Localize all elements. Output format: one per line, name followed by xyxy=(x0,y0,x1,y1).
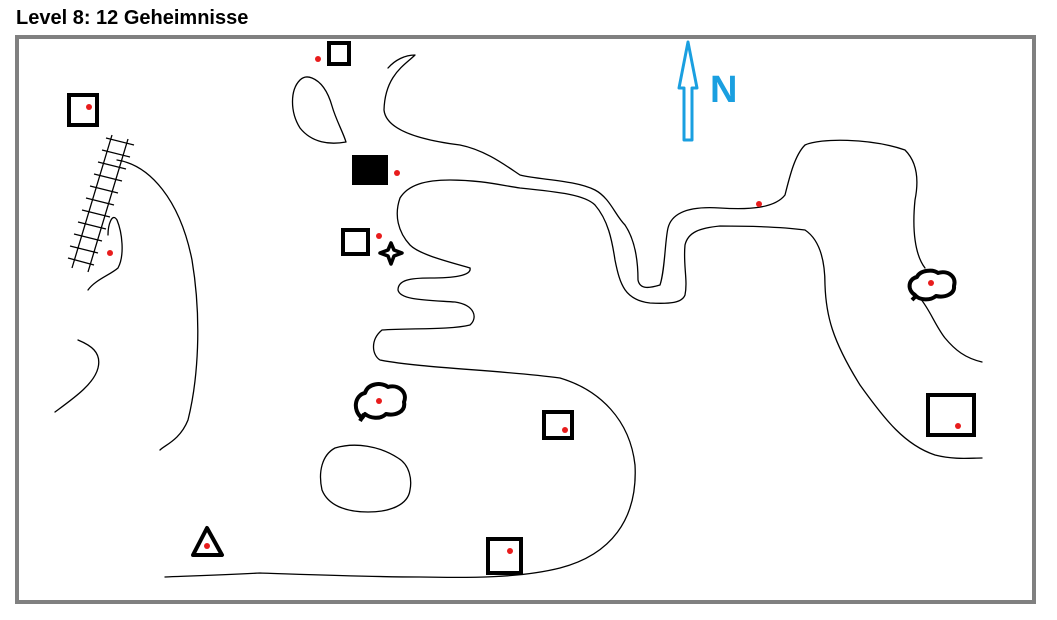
terrain-outlines xyxy=(54,54,983,579)
star-marker-icon xyxy=(378,241,404,266)
secret-dots xyxy=(86,56,961,554)
terrain-upper-lake xyxy=(291,76,347,144)
secret-dot xyxy=(315,56,321,62)
north-arrow-icon xyxy=(677,40,699,142)
triangle-marker-icon xyxy=(191,526,224,557)
box-center-marker xyxy=(542,410,574,440)
secret-dot xyxy=(756,201,762,207)
bush-center-icon xyxy=(353,382,407,422)
railway-track xyxy=(67,134,135,273)
bush-right-icon xyxy=(907,268,957,302)
secret-dot xyxy=(955,423,961,429)
terrain-left-peninsula xyxy=(87,216,123,291)
secret-dot xyxy=(204,543,210,549)
map-frame xyxy=(15,35,1036,604)
terrain-left-cliff xyxy=(116,159,199,451)
secret-dot xyxy=(507,548,513,554)
page-title: Level 8: 12 Geheimnisse xyxy=(16,7,249,29)
box-right-marker xyxy=(926,393,976,437)
box-bottom-center-marker xyxy=(486,537,523,575)
secret-dot xyxy=(376,233,382,239)
terrain-tongue xyxy=(164,267,636,579)
terrain-pond xyxy=(319,444,412,513)
terrain-river-lower-bank xyxy=(396,179,983,460)
secret-dot xyxy=(86,104,92,110)
box-filled-marker xyxy=(352,155,388,185)
secret-markers xyxy=(67,41,976,575)
terrain-left-bump xyxy=(54,339,100,413)
secret-dot xyxy=(107,250,113,256)
secret-dot xyxy=(394,170,400,176)
box-top-center-marker xyxy=(327,41,351,66)
terrain-right-edge xyxy=(919,297,983,363)
north-label: N xyxy=(710,69,737,111)
secret-dot xyxy=(562,427,568,433)
box-mid-left-center-marker xyxy=(341,228,370,256)
terrain-river-upper-bank xyxy=(383,54,926,289)
secret-dot xyxy=(928,280,934,286)
box-top-left-marker xyxy=(67,93,99,127)
secret-dot xyxy=(376,398,382,404)
